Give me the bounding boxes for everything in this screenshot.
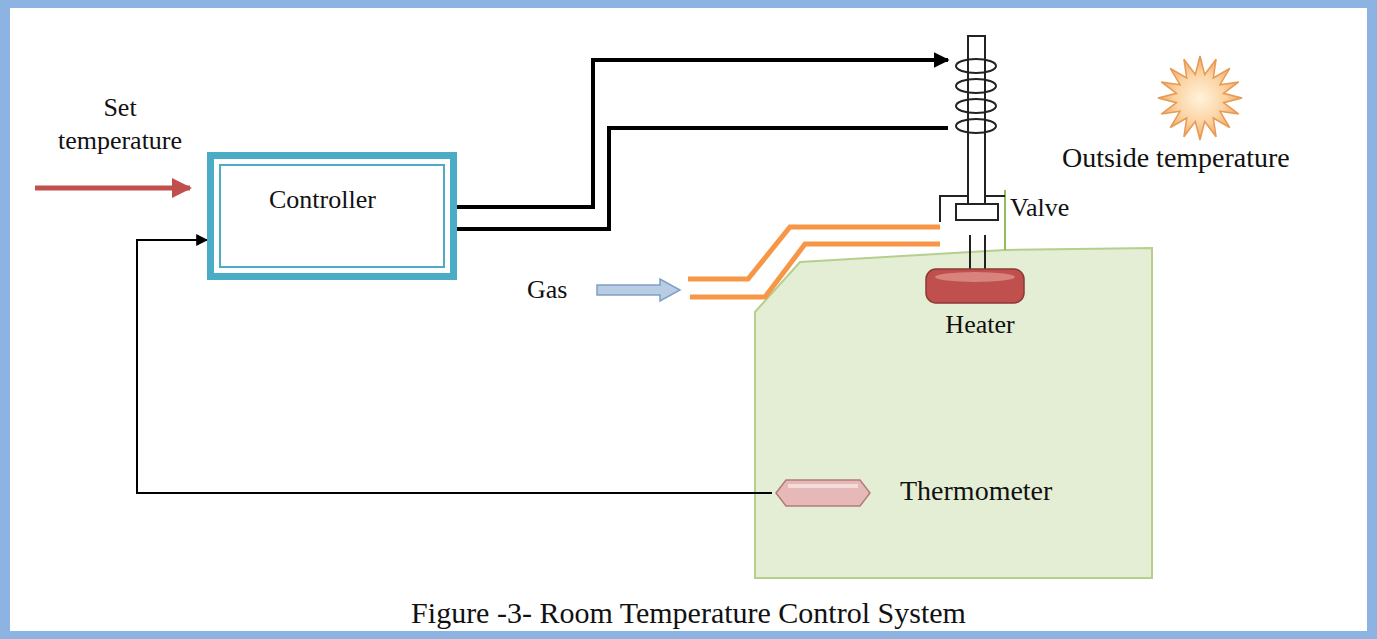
input-arrow (35, 186, 190, 191)
valve-symbol (940, 196, 1005, 272)
valve-node: Valve (948, 35, 1108, 235)
node-label: Controller (269, 185, 376, 215)
sun-icon (1158, 56, 1242, 140)
thermometer-shape (772, 472, 872, 514)
node-label: Thermometer (900, 475, 1052, 507)
signal-wire (457, 128, 948, 229)
gas-label: Gas (527, 274, 591, 307)
controller-box: Controller (207, 152, 457, 280)
node-label: Heater (920, 310, 1040, 340)
inner-border (219, 164, 445, 268)
heater-node: Heater (920, 266, 1040, 348)
room-outline (755, 248, 1152, 578)
solenoid (956, 36, 996, 204)
figure-caption: Figure -3- Room Temperature Control Syst… (0, 596, 1377, 630)
gas-pipe (688, 227, 940, 297)
gas-arrow (597, 279, 680, 301)
background-panel (10, 8, 1367, 631)
signal-wire (457, 60, 948, 207)
input-label: Set temperature (45, 92, 195, 157)
disturbance-label: Outside temperature (1062, 140, 1362, 175)
heater-shape (920, 266, 1032, 306)
node-label: Valve (1010, 193, 1069, 223)
room-wall (1004, 190, 1006, 250)
thermometer-node: Thermometer (772, 472, 1102, 514)
